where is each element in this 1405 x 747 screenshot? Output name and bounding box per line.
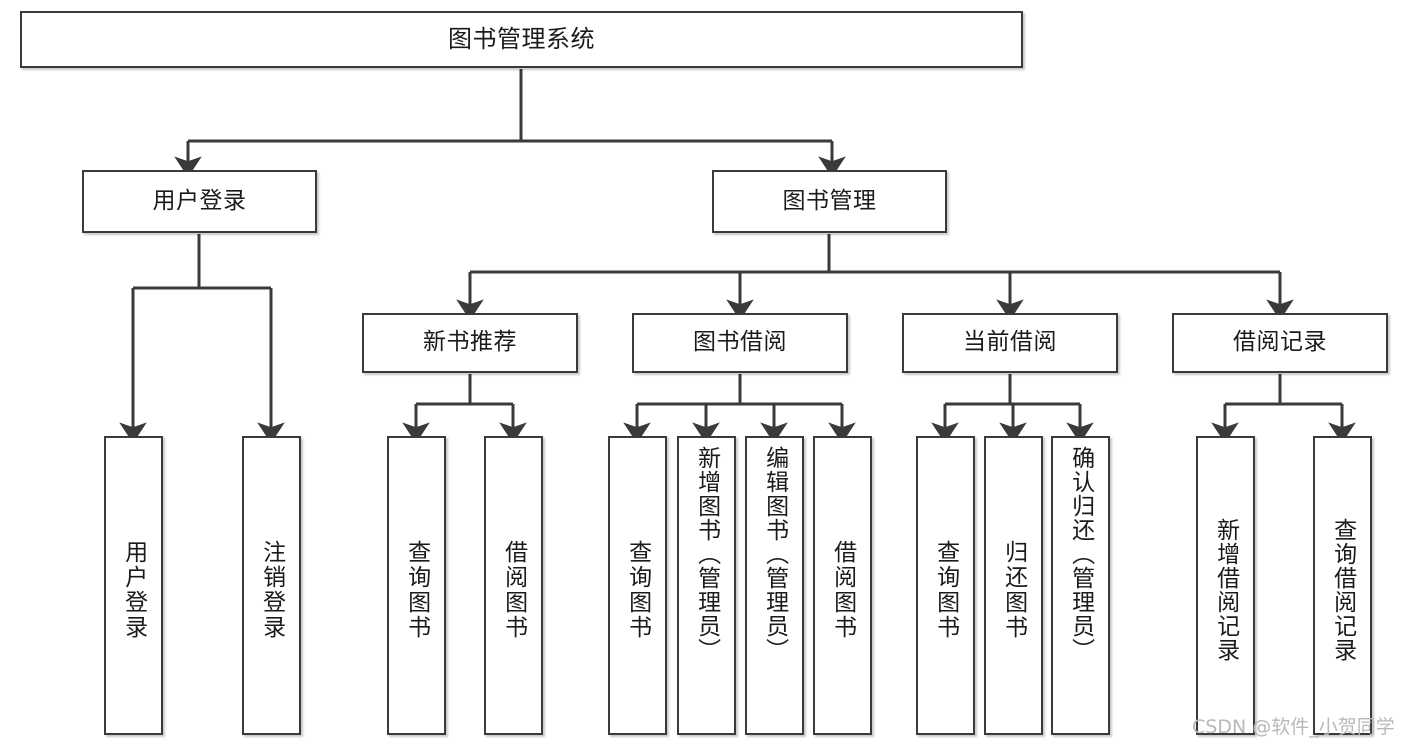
leaf-edit-book[interactable]: 编辑图书（管理员） xyxy=(745,436,804,735)
csdn-watermark: CSDN @软件_小贺同学 xyxy=(1192,716,1395,738)
leaf-add-book-label: 新增图书（管理员） xyxy=(693,446,720,662)
node-root-label: 图书管理系统 xyxy=(448,25,595,54)
node-book-manage-label: 图书管理 xyxy=(782,187,877,214)
leaf-user-login[interactable]: 用户登录 xyxy=(104,436,163,735)
leaf-borrow-book-1-label: 借阅图书 xyxy=(500,539,527,640)
node-borrow-record[interactable]: 借阅记录 xyxy=(1172,313,1388,373)
node-book-manage[interactable]: 图书管理 xyxy=(712,170,947,233)
leaf-confirm-return[interactable]: 确认归还（管理员） xyxy=(1051,436,1110,735)
leaf-query-record[interactable]: 查询借阅记录 xyxy=(1313,436,1372,735)
leaf-edit-book-label: 编辑图书（管理员） xyxy=(761,446,788,662)
leaf-add-book[interactable]: 新增图书（管理员） xyxy=(677,436,736,735)
leaf-return-book-label: 归还图书 xyxy=(1000,539,1027,640)
leaf-add-record-label: 新增借阅记录 xyxy=(1212,517,1239,662)
leaf-query-book-1-label: 查询图书 xyxy=(403,539,430,640)
leaf-query-book-3[interactable]: 查询图书 xyxy=(916,436,975,735)
leaf-query-book-1[interactable]: 查询图书 xyxy=(387,436,446,735)
leaf-borrow-book-2[interactable]: 借阅图书 xyxy=(813,436,872,735)
leaf-query-book-2[interactable]: 查询图书 xyxy=(608,436,667,735)
leaf-query-record-label: 查询借阅记录 xyxy=(1329,517,1356,662)
leaf-borrow-book-1[interactable]: 借阅图书 xyxy=(484,436,543,735)
node-book-borrow-label: 图书借阅 xyxy=(693,329,787,356)
leaf-logout-login[interactable]: 注销登录 xyxy=(242,436,301,735)
node-root[interactable]: 图书管理系统 xyxy=(20,11,1023,68)
leaf-confirm-return-label: 确认归还（管理员） xyxy=(1067,446,1094,662)
node-book-borrow[interactable]: 图书借阅 xyxy=(632,313,848,373)
node-new-book-recommend[interactable]: 新书推荐 xyxy=(362,313,578,373)
leaf-borrow-book-2-label: 借阅图书 xyxy=(829,539,856,640)
node-user-login[interactable]: 用户登录 xyxy=(82,170,317,233)
leaf-query-book-3-label: 查询图书 xyxy=(932,539,959,640)
leaf-user-login-label: 用户登录 xyxy=(120,539,147,640)
leaf-return-book[interactable]: 归还图书 xyxy=(984,436,1043,735)
node-user-login-label: 用户登录 xyxy=(152,187,247,214)
node-current-borrow-label: 当前借阅 xyxy=(963,329,1057,356)
leaf-query-book-2-label: 查询图书 xyxy=(624,539,651,640)
node-current-borrow[interactable]: 当前借阅 xyxy=(902,313,1118,373)
leaf-logout-login-label: 注销登录 xyxy=(258,539,285,640)
leaf-add-record[interactable]: 新增借阅记录 xyxy=(1196,436,1255,735)
node-new-book-recommend-label: 新书推荐 xyxy=(423,329,517,356)
node-borrow-record-label: 借阅记录 xyxy=(1233,329,1327,356)
